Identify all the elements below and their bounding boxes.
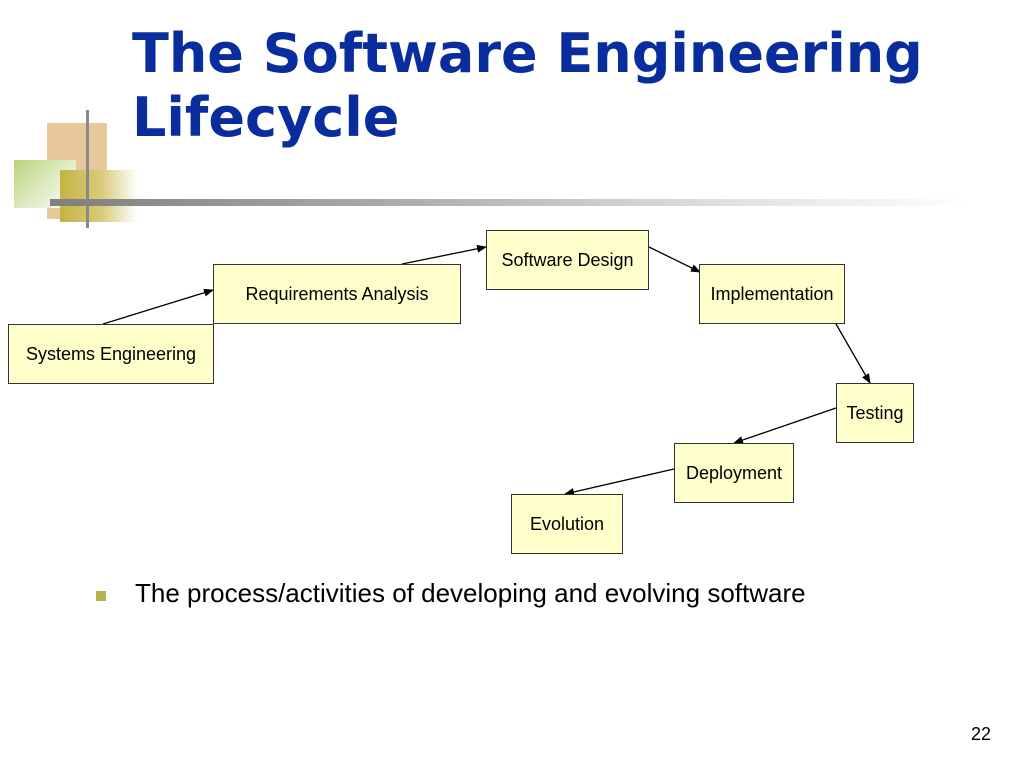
arrow-requirements-to-design — [401, 244, 487, 265]
stage-software-design: Software Design — [486, 230, 649, 290]
stage-deployment: Deployment — [674, 443, 794, 503]
slide-title-line1: The Software Engineering — [132, 22, 923, 85]
decorative-olive-square — [60, 170, 138, 222]
slide-title: The Software Engineering Lifecycle — [132, 22, 923, 150]
arrow-implementation-to-testing — [835, 323, 871, 384]
bullet-square-icon — [96, 590, 106, 601]
arrow-design-to-implementation — [648, 246, 701, 273]
decorative-vertical-line — [86, 110, 89, 228]
stage-implementation: Implementation — [699, 264, 845, 324]
slide-title-line2: Lifecycle — [132, 86, 400, 149]
arrow-deployment-to-evolution — [564, 468, 675, 496]
stage-systems-engineering: Systems Engineering — [8, 324, 214, 384]
bullet-text: The process/activities of developing and… — [135, 578, 806, 608]
stage-evolution: Evolution — [511, 494, 623, 554]
arrow-systems-to-requirements — [102, 288, 214, 325]
stage-requirements-analysis: Requirements Analysis — [213, 264, 461, 324]
arrow-testing-to-deployment — [733, 407, 837, 444]
bullet-item: The process/activities of developing and… — [96, 578, 806, 609]
title-underline — [50, 199, 970, 206]
page-number: 22 — [970, 724, 991, 744]
stage-testing: Testing — [836, 383, 914, 443]
